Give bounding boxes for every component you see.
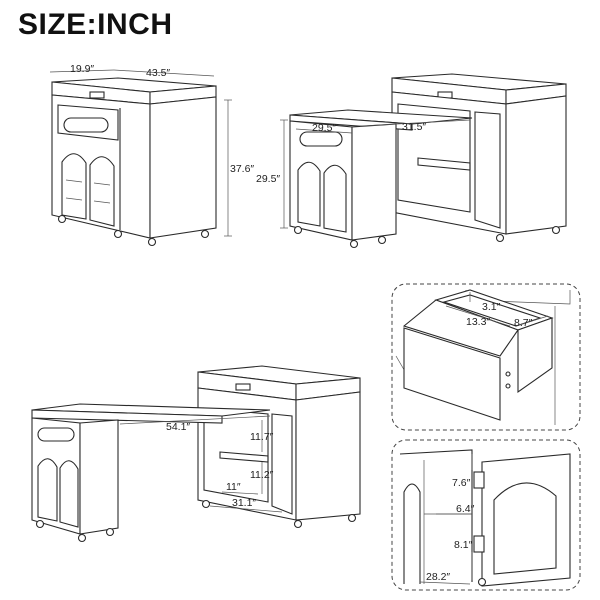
full-length-label: 54.1″ [166, 421, 190, 433]
full-lock-icon [235, 383, 251, 391]
cabinet-arch-left [403, 483, 421, 584]
detail-cabinet: 7.6″ 6.4″ 8.1″ 28.2″ [391, 439, 581, 591]
view-full: 54.1″ 11.7″ 11.2″ 11″ 31.1″ [31, 365, 361, 543]
full-window-icon [37, 427, 75, 442]
drawer-height-label: 3.1″ [482, 301, 501, 313]
closed-width-label: 19.9″ [70, 63, 94, 75]
extended-top-right-label: 31.5″ [402, 121, 426, 133]
extended-top-left-label: 29.5″ [312, 122, 336, 134]
full-shelf-lower-label: 11.2″ [250, 469, 274, 481]
extended-window-icon [299, 131, 343, 147]
full-shelf [219, 451, 269, 463]
closed-drawer-panel [57, 104, 119, 141]
closed-door-right [89, 156, 115, 227]
drawer-side [517, 317, 553, 394]
drawer-width-label: 8.7″ [514, 317, 533, 329]
extended-open-bay [397, 103, 471, 213]
closed-window-icon [63, 117, 109, 133]
closed-length-label: 43.5″ [146, 67, 170, 79]
cabinet-door [481, 453, 571, 587]
full-shelf-upper-label: 11.7″ [250, 431, 274, 443]
closed-height-label: 37.6″ [230, 163, 254, 175]
closed-door-left [61, 153, 87, 220]
cabinet-depth-label: 28.2″ [426, 571, 450, 583]
drawer-front [403, 327, 501, 421]
cabinet-gap-top-label: 7.6″ [452, 477, 471, 489]
drawer-detail-frame [391, 283, 581, 431]
extended-shelf [417, 157, 471, 171]
cabinet-door-arch [493, 482, 557, 575]
hinge-bottom-icon [473, 535, 485, 553]
view-extended: 29.5″ 31.5″ 29.5″ [256, 73, 567, 249]
closed-lock-icon [89, 91, 105, 99]
extended-height-label: 29.5″ [256, 173, 280, 185]
full-depth-label: 11″ [226, 481, 241, 493]
closed-front [51, 94, 151, 239]
view-closed: 19.9″ 43.5″ 37.6″ [49, 63, 254, 247]
full-width-label: 31.1″ [232, 497, 256, 509]
cabinet-gap-low-label: 8.1″ [454, 539, 473, 551]
detail-drawer: 3.1″ 13.3″ 8.7″ [391, 283, 581, 431]
drawer-length-label: 13.3″ [466, 316, 490, 328]
closed-side [149, 96, 217, 239]
hinge-top-icon [473, 471, 485, 489]
cabinet-gap-mid-label: 6.4″ [456, 503, 475, 515]
cabinet-detail-frame [391, 439, 581, 591]
page-title: SIZE:INCH [18, 8, 173, 41]
full-front-unit [31, 417, 81, 535]
